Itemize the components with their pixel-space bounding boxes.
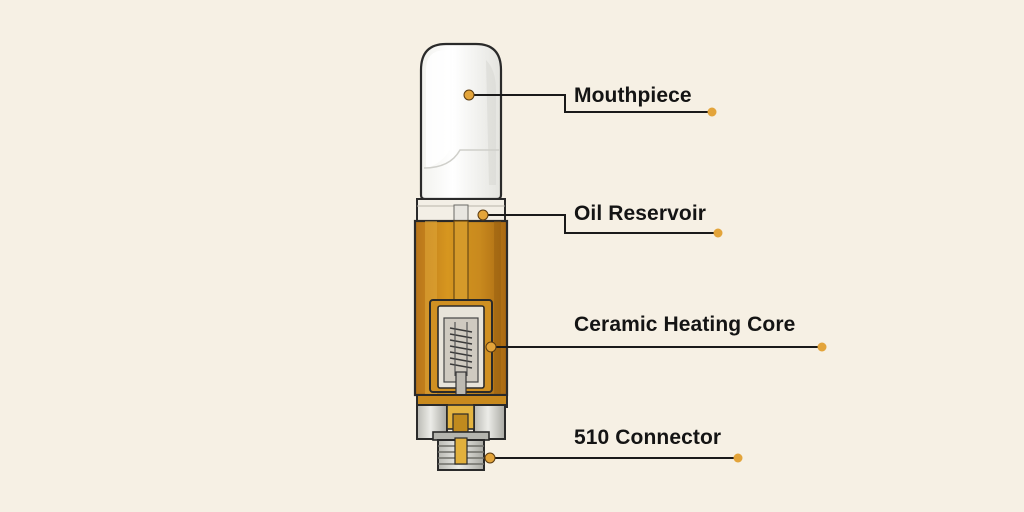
ceramic-heating-core-part — [429, 299, 493, 403]
callout-oil-reservoir — [477, 209, 723, 238]
label-oil-reservoir: Oil Reservoir — [574, 202, 707, 225]
label-510-connector: 510 Connector — [574, 426, 722, 449]
callout-anchor-dot — [477, 209, 489, 221]
callout-510-connector — [484, 452, 743, 464]
callout-ceramic-heating-core — [485, 341, 827, 353]
callout-anchor-dot — [485, 341, 497, 353]
callout-anchor-dot — [484, 452, 496, 464]
callout-end-dot — [733, 453, 743, 463]
mouthpiece-part — [419, 42, 503, 201]
label-mouthpiece: Mouthpiece — [574, 84, 692, 107]
callout-end-dot — [817, 342, 827, 352]
callout-mouthpiece — [463, 89, 717, 117]
callout-end-dot — [713, 228, 723, 238]
510-connector-part — [416, 394, 508, 471]
callout-end-dot — [707, 107, 717, 117]
callout-anchor-dot — [463, 89, 475, 101]
label-ceramic-heating-core: Ceramic Heating Core — [574, 313, 796, 336]
